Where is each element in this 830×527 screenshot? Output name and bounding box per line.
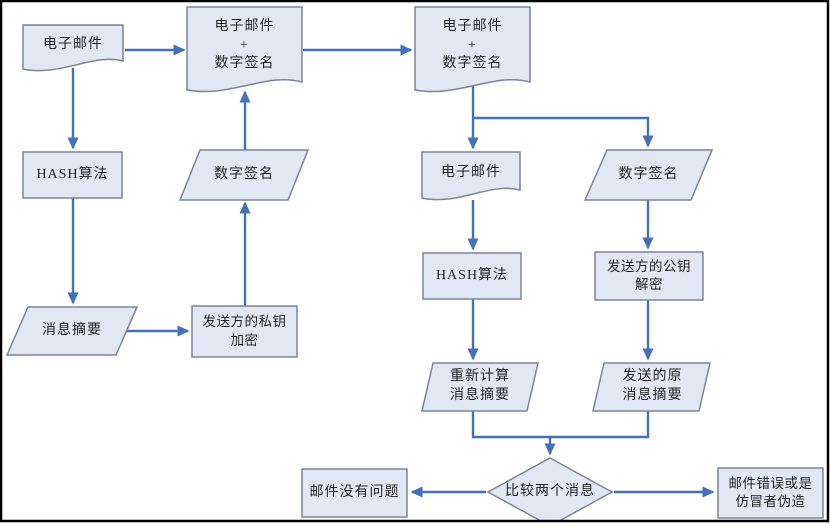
nodes bbox=[5, 6, 824, 521]
node-message-digest-shape bbox=[5, 306, 139, 356]
node-recomputed-digest-shape bbox=[421, 362, 539, 412]
node-emailsig-sender-shape bbox=[186, 6, 303, 93]
node-public-key-shape bbox=[594, 251, 704, 301]
node-email-source-shape bbox=[22, 24, 124, 72]
node-private-key-shape bbox=[191, 305, 298, 358]
edges bbox=[67, 44, 715, 498]
node-signature-received-shape bbox=[583, 149, 714, 201]
edge-split-to-signature2 bbox=[473, 116, 654, 148]
node-signature-sender-shape bbox=[178, 149, 310, 201]
node-mail-ok-shape bbox=[301, 468, 408, 518]
node-email-received-shape bbox=[421, 151, 521, 201]
node-compare-shape bbox=[486, 457, 614, 521]
node-hash-receiver-shape bbox=[422, 252, 522, 300]
node-mail-error-shape bbox=[717, 467, 824, 519]
node-original-digest-shape bbox=[592, 362, 711, 412]
edge-merge-bar bbox=[471, 411, 650, 439]
node-hash-sender-shape bbox=[22, 151, 123, 199]
node-emailsig-receiver-shape bbox=[414, 6, 531, 93]
